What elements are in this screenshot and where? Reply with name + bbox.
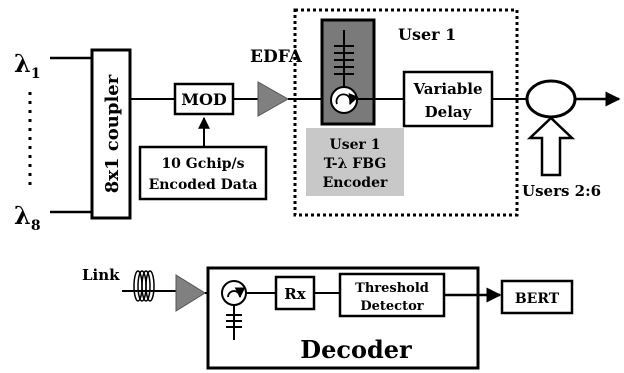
fiber-spool-icon xyxy=(133,270,155,302)
edfa-label: EDFA xyxy=(250,47,303,67)
edfa-amplifier xyxy=(257,81,290,117)
data-source-line2: Encoded Data xyxy=(149,177,258,193)
combiner-ellipse xyxy=(525,79,577,119)
decoder-label: Decoder xyxy=(300,335,412,364)
encoder-label-box xyxy=(306,128,404,196)
variable-delay-line1: Variable xyxy=(412,80,482,98)
coupler-label: 8x1 coupler xyxy=(102,74,123,193)
encoder-label-line2: T-λ FBG xyxy=(324,156,387,172)
decoder-grating-ticks xyxy=(226,314,242,328)
encoder-circulator xyxy=(330,86,358,114)
link-label: Link xyxy=(82,266,120,284)
rx-label: Rx xyxy=(284,285,306,303)
variable-delay-line2: Delay xyxy=(425,103,473,121)
mod-label: MOD xyxy=(181,90,227,109)
encoder-label-line1: User 1 xyxy=(330,137,381,153)
users-input-arrow xyxy=(526,116,576,177)
user1-dotted-box xyxy=(293,8,519,217)
circulator-arrow-icon xyxy=(335,92,359,106)
lambda-8-label: λ8 xyxy=(14,201,41,234)
lambda-1-label: λ1 xyxy=(14,49,41,82)
threshold-line1: Threshold xyxy=(355,281,429,296)
bert-label: BERT xyxy=(515,291,560,307)
data-source-line1: 10 Gchip/s xyxy=(161,156,244,172)
encoder-label-line3: Encoder xyxy=(323,175,388,191)
receiver-amplifier xyxy=(175,274,206,312)
decoder-circulator-arrow-icon xyxy=(227,287,246,299)
user1-box-title: User 1 xyxy=(398,25,456,44)
bert-box xyxy=(500,279,574,315)
fbg-grating-ticks xyxy=(334,45,354,75)
coupler-box xyxy=(90,48,132,220)
threshold-line2: Detector xyxy=(360,299,423,314)
decoder-circulator xyxy=(221,280,247,306)
data-source-box xyxy=(138,145,268,201)
users-label: Users 2:6 xyxy=(522,182,601,200)
